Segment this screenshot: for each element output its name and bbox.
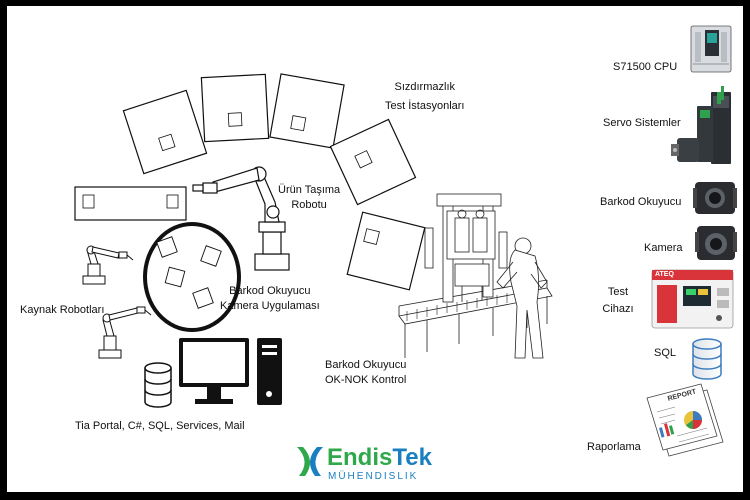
barcode-camera-label-line2: Kamera Uygulaması xyxy=(220,300,320,312)
welding-robots-label: Kaynak Robotları xyxy=(20,304,105,316)
database-icon xyxy=(144,362,172,408)
legend-tester-label-line2: Cihazı xyxy=(602,303,634,315)
camera-icon xyxy=(695,226,737,260)
legend-sql-label: SQL xyxy=(654,347,677,359)
logo-text-main: Endis xyxy=(327,444,393,471)
endistek-logo-mark xyxy=(297,447,323,476)
test-station xyxy=(269,73,345,149)
leak-tester-icon xyxy=(651,269,734,329)
legend-reporting-label: Raporlama xyxy=(587,441,641,453)
legend-cpu-label: S71500 CPU xyxy=(613,61,678,73)
test-station xyxy=(329,118,417,206)
servo-drive-icon xyxy=(671,86,731,164)
plc-cpu-icon xyxy=(690,25,732,73)
report-documents-icon xyxy=(646,383,724,457)
legend-barcode-label: Barkod Okuyucu xyxy=(600,196,682,208)
endistek-logo: EndisTek xyxy=(327,444,432,472)
transfer-robot-label-line1: Ürün Taşıma xyxy=(278,184,341,196)
barcode-control-label-line1: Barkod Okuyucu xyxy=(325,359,407,371)
leak-test-label: Sızdırmazlık Test İstasyonları xyxy=(385,80,464,114)
barcode-control-label: Barkod Okuyucu OK-NOK Kontrol xyxy=(325,358,406,388)
leak-test-label-line2: Test İstasyonları xyxy=(385,100,465,112)
barcode-reader-icon xyxy=(693,182,737,214)
welding-robot-icon xyxy=(82,245,134,285)
logo-text-accent: Tek xyxy=(392,444,432,471)
test-station xyxy=(346,211,426,291)
production-line-sketch xyxy=(398,193,553,359)
sql-database-icon xyxy=(692,338,722,380)
transfer-robot-icon xyxy=(192,166,290,271)
software-label: Tia Portal, C#, SQL, Services, Mail xyxy=(75,420,245,432)
barcode-camera-label: Barkod Okuyucu Kamera Uygulaması xyxy=(220,284,320,314)
transfer-robot-label: Ürün Taşıma Robotu xyxy=(278,183,340,213)
diagram-canvas: Sızdırmazlık Test İstasyonları Ürün Taşı… xyxy=(7,6,743,492)
transfer-robot-label-line2: Robotu xyxy=(291,199,327,211)
legend-tester-label: Test Cihazı xyxy=(600,285,636,317)
workstation-icon xyxy=(179,338,282,405)
legend-camera-label: Kamera xyxy=(644,242,683,254)
diagram-drawing xyxy=(74,25,737,476)
barcode-camera-table xyxy=(143,222,241,332)
tester-brand-label: ATEQ xyxy=(655,271,674,278)
logo-subtitle: MÜHENDISLIK xyxy=(328,471,419,482)
legend-servo-label: Servo Sistemler xyxy=(603,117,681,129)
conveyor-rail xyxy=(74,186,187,221)
test-station xyxy=(122,89,208,175)
barcode-control-label-line2: OK-NOK Kontrol xyxy=(325,374,407,386)
welding-robot-icon xyxy=(98,306,152,359)
barcode-camera-label-line1: Barkod Okuyucu xyxy=(229,285,311,297)
leak-test-label-line1: Sızdırmazlık xyxy=(394,81,455,93)
leak-test-stations xyxy=(122,73,426,291)
legend-tester-label-line1: Test xyxy=(607,286,629,298)
test-station xyxy=(200,73,270,143)
